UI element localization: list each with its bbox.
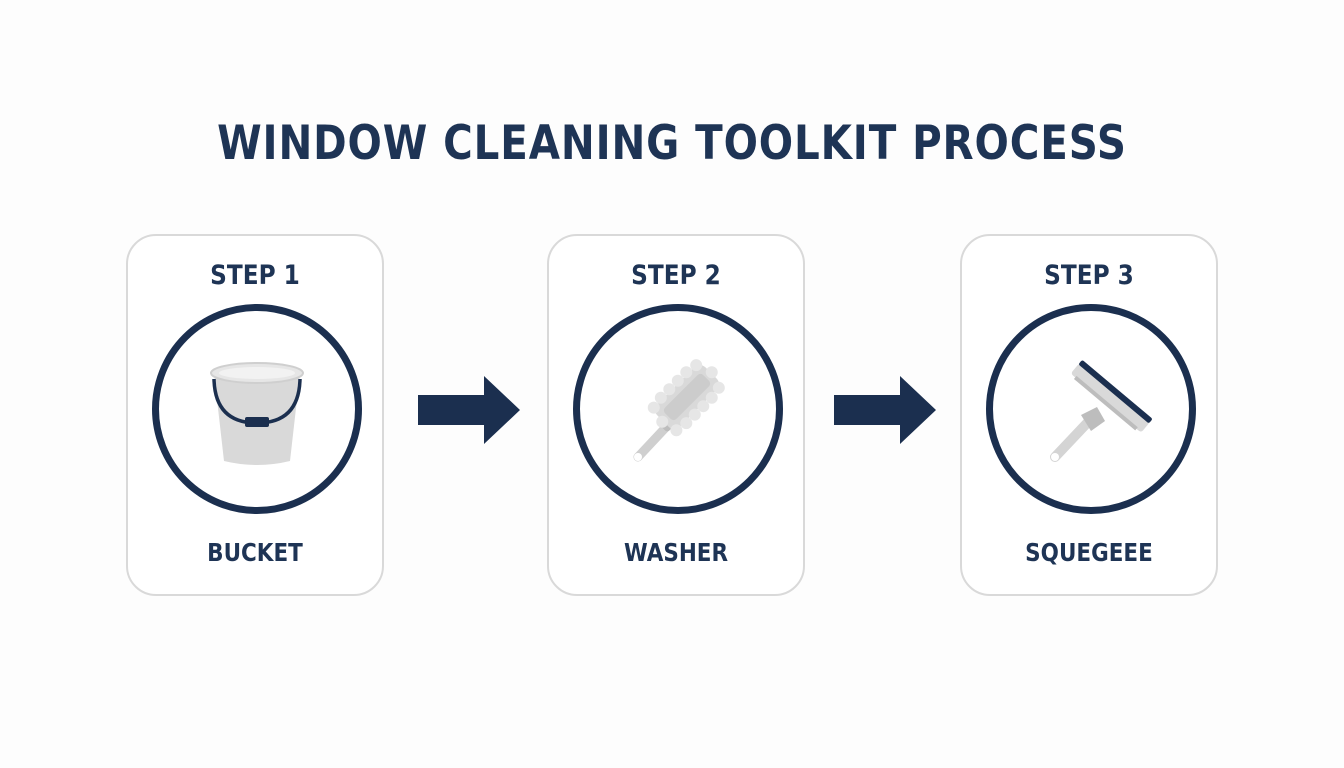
icon-circle (986, 304, 1196, 514)
page-title: WINDOW CLEANING TOOLKIT PROCESS (217, 116, 1127, 171)
arrow-right-icon (834, 376, 936, 444)
step-card-1: STEP 1 BUCKET (126, 234, 384, 596)
icon-circle (573, 304, 783, 514)
squeegee-icon (1050, 360, 1152, 462)
arrow-right-icon (418, 376, 520, 444)
step-label: STEP 3 (1044, 260, 1134, 291)
icon-circle (152, 304, 362, 514)
bucket-icon (210, 362, 304, 465)
step-label: STEP 1 (210, 260, 300, 291)
tool-label: BUCKET (207, 538, 303, 567)
step-label: STEP 2 (631, 260, 721, 291)
step-card-2: STEP 2 (547, 234, 805, 596)
tool-label: SQUEGEEE (1025, 538, 1153, 567)
tool-label: WASHER (623, 538, 729, 567)
washer-icon (633, 359, 725, 462)
step-card-3: STEP 3 SQUEGEEE (960, 234, 1218, 596)
